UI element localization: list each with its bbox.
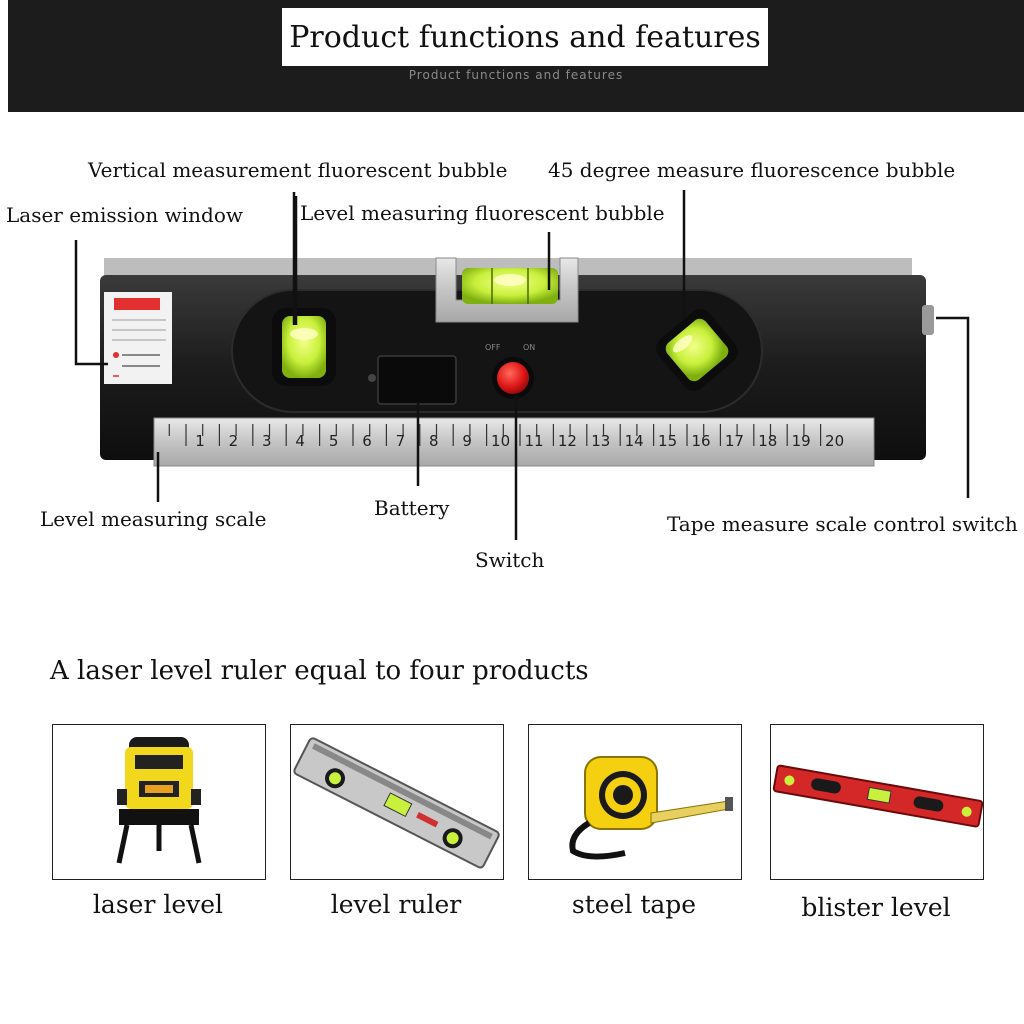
ruler-tick-label: 11 xyxy=(524,432,543,450)
vertical-bubble-vial xyxy=(282,316,326,378)
ruler-tick-label: 19 xyxy=(792,432,811,450)
ruler-tick-label: 3 xyxy=(262,432,272,450)
callout-laser-window: Laser emission window xyxy=(6,203,243,227)
svg-text:OFF: OFF xyxy=(485,343,501,352)
ruler-tick-label: 2 xyxy=(229,432,239,450)
ruler-tick-label: 10 xyxy=(491,432,510,450)
ruler-tick-label: 20 xyxy=(825,432,844,450)
product-label-laser-level: laser level xyxy=(92,890,224,919)
ruler-tick-label: 16 xyxy=(691,432,710,450)
ruler-tick-label: 15 xyxy=(658,432,677,450)
level-ruler-image xyxy=(293,737,500,869)
ruler-tick-label: 12 xyxy=(558,432,577,450)
callout-level-bubble: Level measuring fluorescent bubble xyxy=(300,201,665,225)
callout-switch: Switch xyxy=(475,548,545,572)
callout-tape-switch: Tape measure scale control switch xyxy=(667,512,1018,536)
callout-45-degree-bubble: 45 degree measure fluorescence bubble xyxy=(548,158,956,182)
section-title: A laser level ruler equal to four produc… xyxy=(50,656,589,686)
product-card-blister-level xyxy=(770,724,984,880)
ruler-tick-label: 13 xyxy=(591,432,610,450)
ruler-tick-label: 5 xyxy=(329,432,339,450)
level-vial-bracket xyxy=(435,257,579,323)
product-label-blister-level: blister level xyxy=(801,893,951,922)
ruler-tick-label: 14 xyxy=(625,432,644,450)
ruler-tick-label: 6 xyxy=(362,432,372,450)
callout-level-scale: Level measuring scale xyxy=(40,507,267,531)
product-card-laser-level xyxy=(52,724,266,880)
blister-level-image xyxy=(772,764,983,828)
callout-vertical-bubble: Vertical measurement fluorescent bubble xyxy=(88,158,508,182)
degree45-vial xyxy=(656,309,738,391)
ruler-tick-label: 8 xyxy=(429,432,439,450)
ruler-tick-label: 17 xyxy=(725,432,744,450)
laser-level-image xyxy=(116,737,202,864)
ruler-tick-label: 4 xyxy=(295,432,305,450)
battery-cover xyxy=(377,355,457,405)
ruler-tick-label: 1 xyxy=(195,432,205,450)
svg-text:ON: ON xyxy=(523,343,535,352)
ruler-tick-label: 7 xyxy=(396,432,406,450)
product-label-level-ruler: level ruler xyxy=(330,890,462,919)
header-banner: Product functions and features Product f… xyxy=(8,0,1024,112)
ruler-tick-label: 9 xyxy=(462,432,472,450)
callout-battery: Battery xyxy=(374,496,450,520)
callout-lines xyxy=(74,190,970,540)
tape-control-knob xyxy=(922,305,934,335)
page-title: Product functions and features xyxy=(282,8,768,66)
ruler-tick-label: 18 xyxy=(758,432,777,450)
product-label-steel-tape: steel tape xyxy=(571,890,697,919)
page-subtitle: Product functions and features xyxy=(408,68,624,82)
product-card-steel-tape xyxy=(528,724,742,880)
power-switch-button xyxy=(497,362,529,394)
product-card-level-ruler xyxy=(290,724,504,880)
steel-tape-image xyxy=(569,756,733,860)
